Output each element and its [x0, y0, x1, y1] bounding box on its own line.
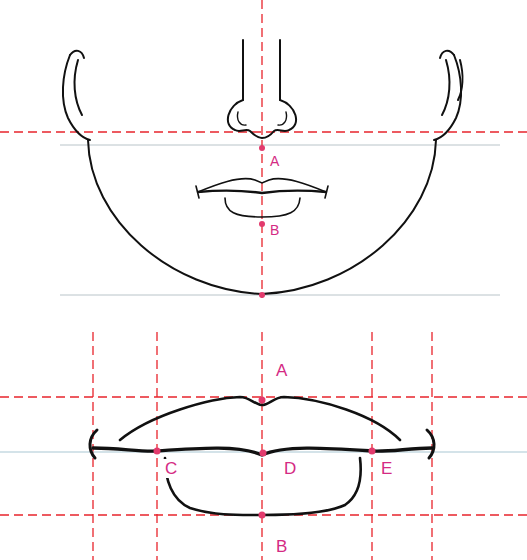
- lips-drawing: [90, 397, 434, 515]
- point-label: C: [163, 459, 179, 478]
- guide-lines: [0, 0, 527, 298]
- face-outline: [63, 40, 463, 294]
- point-label: B: [268, 222, 281, 238]
- point-label: D: [282, 459, 298, 478]
- reference-points: [259, 145, 265, 298]
- lip-grid: [0, 332, 527, 560]
- reference-points: [154, 397, 376, 519]
- point-label: B: [274, 537, 289, 556]
- point-label: A: [268, 153, 281, 169]
- point-label: E: [379, 459, 394, 478]
- point-label: A: [274, 361, 289, 380]
